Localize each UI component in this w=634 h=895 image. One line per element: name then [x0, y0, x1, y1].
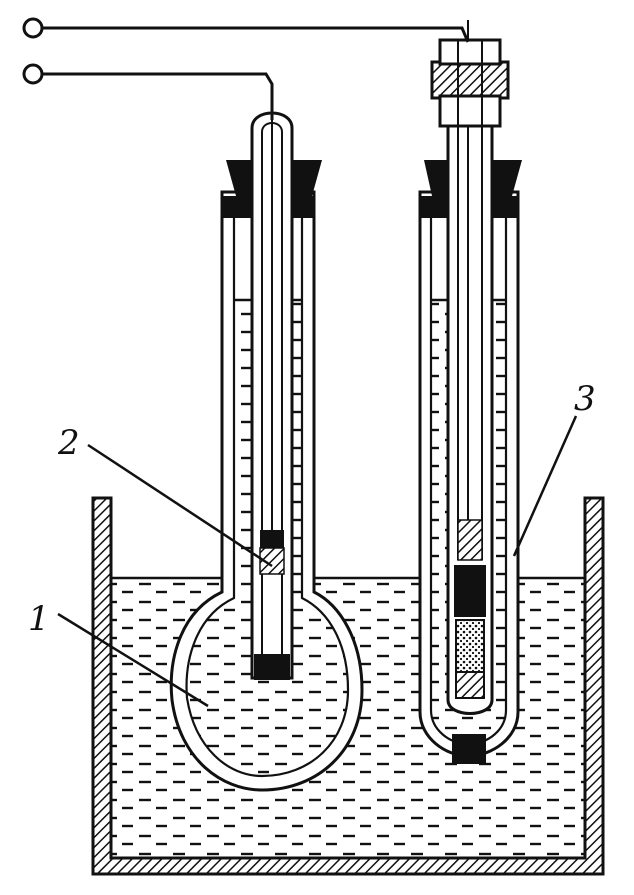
label-2: 2 — [57, 423, 80, 463]
wire-lower — [42, 72, 274, 120]
right-top-fitting — [430, 38, 510, 128]
electrode-2 — [250, 111, 294, 680]
terminal-upper — [22, 17, 44, 39]
terminal-lower — [22, 63, 44, 85]
wire-upper — [42, 26, 470, 43]
wiring — [22, 17, 470, 120]
leader-lines — [57, 415, 578, 708]
label-3: 3 — [574, 379, 596, 419]
label-1: 1 — [28, 599, 50, 639]
right-bottom-plug — [452, 734, 486, 764]
electrode-3 — [430, 20, 510, 715]
bath-wall — [91, 496, 605, 876]
